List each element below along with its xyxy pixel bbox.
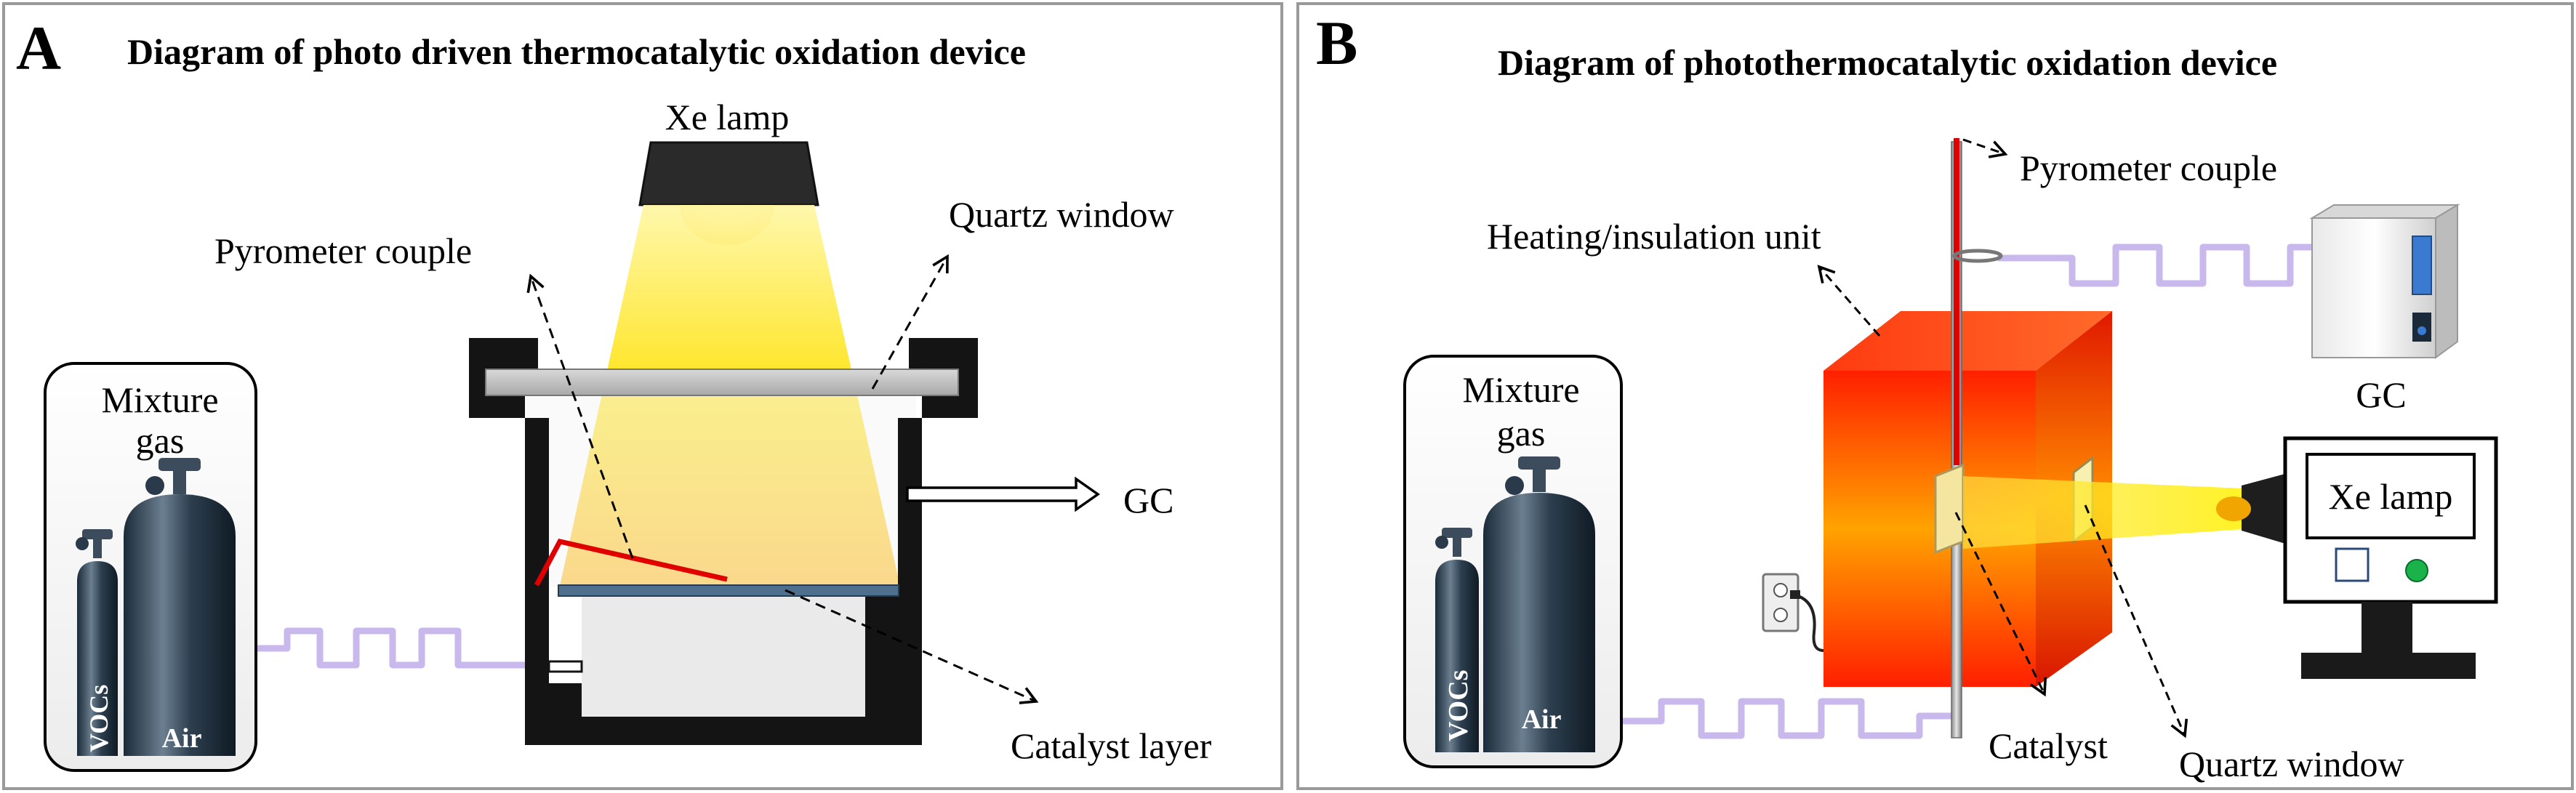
callout-catalyst-layer — [785, 589, 1039, 704]
reactor-bottom — [525, 716, 922, 745]
gas-tubing-b-outlet — [1998, 243, 2323, 287]
panel-a-vocs-label: VOCs — [84, 685, 113, 752]
callout-quartz-b — [2084, 504, 2188, 738]
xe-lamp-unit: Xe lamp — [2283, 436, 2498, 679]
panel-b-vocs-label: VOCs — [1443, 670, 1474, 741]
callout-pyrometer-b — [1962, 138, 2008, 158]
panel-a: A Diagram of photo driven thermocatalyti… — [2, 2, 1283, 790]
panel-b-xe-lamp-label: Xe lamp — [2329, 476, 2453, 517]
xe-lamp-panel-button — [2335, 547, 2370, 582]
callout-catalyst-b — [1954, 512, 2047, 697]
gc-instrument — [2309, 204, 2460, 359]
reactor-right-flange — [865, 338, 978, 743]
lamp-nozzle — [2242, 472, 2290, 545]
xe-lamp-screen — [2306, 453, 2476, 539]
reactor-lower-chamber — [582, 595, 865, 717]
panel-a-catalyst-label: Catalyst layer — [1011, 725, 1212, 766]
xe-lamp-power-light — [2405, 559, 2428, 582]
panel-a-quartz-label: Quartz window — [949, 194, 1174, 235]
gc-display — [2412, 236, 2432, 295]
panel-b-pyrometer-label: Pyrometer couple — [2020, 148, 2277, 188]
heating-unit-top — [1823, 311, 2112, 371]
pyrometer-tip — [1954, 138, 1959, 465]
gas-outlet-ring — [1952, 249, 2003, 263]
panel-b: B Diagram of photothermocatalytic oxidat… — [1296, 2, 2574, 790]
reactor-right-wall — [898, 418, 922, 745]
panel-a-letter: A — [16, 13, 61, 83]
panel-a-title: Diagram of photo driven thermocatalytic … — [127, 31, 1026, 72]
panel-b-air-label: Air — [1522, 704, 1562, 735]
panel-a-gc-label: GC — [1123, 480, 1173, 520]
panel-b-mixture-label: Mixture — [1462, 369, 1579, 410]
panel-a-air-label: Air — [162, 723, 202, 754]
quartz-window — [485, 369, 959, 396]
panel-a-pyrometer-label: Pyrometer couple — [214, 230, 472, 271]
panel-a-gas-label: gas — [136, 420, 185, 461]
inlet-port — [547, 660, 583, 673]
xe-lamp-base — [2301, 653, 2476, 679]
panel-a-mixture-label: Mixture — [101, 379, 218, 420]
xe-lamp-stand — [2362, 602, 2412, 653]
wall-outlet — [1762, 573, 1824, 652]
panel-b-letter: B — [1316, 8, 1357, 78]
panel-b-gc-label: GC — [2356, 374, 2406, 415]
gc-outlet-arrow — [906, 476, 1101, 512]
air-cylinder-a — [124, 458, 236, 756]
xe-lamp-housing — [638, 141, 819, 206]
panel-b-gas-label: gas — [1497, 413, 1546, 454]
lamp-bulb-b — [2216, 496, 2251, 521]
panel-b-title: Diagram of photothermocatalytic oxidatio… — [1498, 42, 2277, 83]
voc-cylinder-b — [1435, 528, 1479, 752]
light-beam-b — [1963, 476, 2243, 549]
reactor-vessel — [469, 338, 978, 745]
voc-cylinder-a — [76, 529, 118, 756]
callout-quartz-window — [871, 254, 949, 390]
gas-tubing-b-inlet — [1621, 698, 1952, 739]
panel-b-quartz-label: Quartz window — [2179, 744, 2404, 784]
air-cylinder-b — [1483, 456, 1595, 752]
panel-a-xe-lamp-label: Xe lamp — [665, 97, 790, 137]
panel-b-catalyst-label: Catalyst — [1989, 725, 2108, 766]
panel-b-heating-label: Heating/insulation unit — [1487, 216, 1821, 257]
thermocouple-wire — [534, 538, 728, 587]
catalyst-layer — [558, 584, 899, 597]
gas-tubing-a — [256, 627, 525, 669]
gas-supply-b: Mixture gas VOCs Air — [1403, 355, 1623, 768]
gas-supply-a: Mixture gas VOCs Air — [44, 362, 257, 772]
callout-heating — [1817, 265, 1881, 337]
catalyst-holder — [1934, 463, 1965, 555]
reactor-chamber — [525, 369, 916, 587]
